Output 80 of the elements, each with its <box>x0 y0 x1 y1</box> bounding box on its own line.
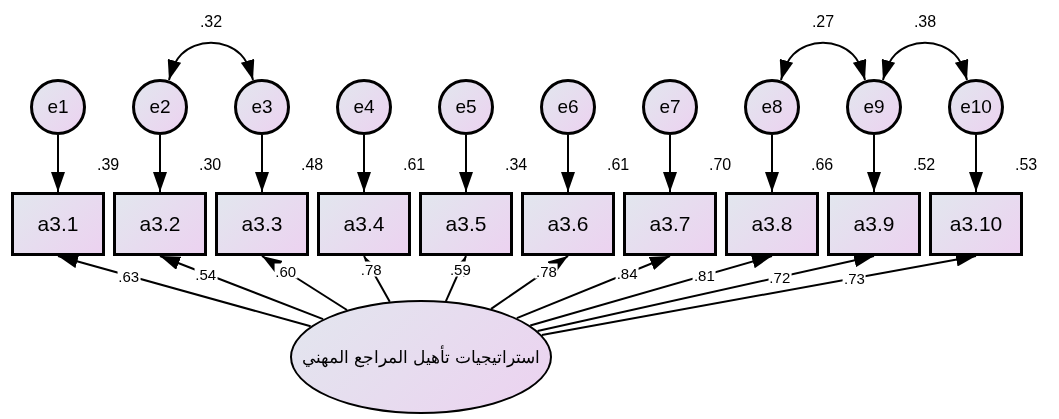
path-arrow <box>867 134 881 193</box>
edge-label: .78 <box>359 261 383 277</box>
r-squared-value: .66 <box>811 156 834 174</box>
path-arrow <box>529 254 773 327</box>
variable-box <box>11 192 105 256</box>
r-squared-value: .39 <box>97 156 120 174</box>
node-label: استراتيجيات تأهيل المراجع المهني <box>302 346 540 368</box>
r-squared-value: .70 <box>709 156 732 174</box>
node-label: e10 <box>960 96 992 118</box>
node-label: e8 <box>761 96 783 118</box>
variable-box <box>521 192 615 256</box>
variable-box <box>317 192 411 256</box>
path-arrow <box>663 134 677 193</box>
node-label: e7 <box>659 96 681 118</box>
variable-box <box>929 192 1023 256</box>
node-label: e3 <box>251 96 273 118</box>
r-squared-value: .48 <box>301 156 324 174</box>
node-label: a3.3 <box>241 212 283 236</box>
node-label: a3.8 <box>751 212 793 236</box>
path-arrow <box>153 134 167 193</box>
error-circle <box>234 79 290 135</box>
r-squared-value: .52 <box>913 156 936 174</box>
edge-label: .54 <box>194 266 218 282</box>
variable-box <box>215 192 309 256</box>
error-circle <box>336 79 392 135</box>
path-arrow <box>765 134 779 193</box>
path-arrow <box>969 134 983 193</box>
error-circle <box>846 79 902 135</box>
node-label: a3.10 <box>949 212 1003 236</box>
error-circle <box>438 79 494 135</box>
error-circle <box>642 79 698 135</box>
path-arrow <box>515 255 671 320</box>
path-arrow <box>490 255 569 310</box>
node-label: a3.4 <box>343 212 385 236</box>
error-circle <box>948 79 1004 135</box>
path-arrow <box>459 134 473 193</box>
variable-box <box>827 192 921 256</box>
edge-label: .38 <box>913 13 937 31</box>
covariance-arrow <box>881 41 969 81</box>
edge-label: .59 <box>448 261 472 277</box>
edge-label: .60 <box>274 263 298 279</box>
path-arrow <box>561 134 575 193</box>
node-label: a3.6 <box>547 212 589 236</box>
covariance-arrow <box>779 41 867 81</box>
node-label: e1 <box>47 96 69 118</box>
node-label: e4 <box>353 96 375 118</box>
path-arrow <box>159 255 325 321</box>
r-squared-value: .53 <box>1015 156 1038 174</box>
node-label: a3.9 <box>853 212 895 236</box>
covariance-arrow <box>167 41 255 81</box>
node-label: e6 <box>557 96 579 118</box>
path-arrow <box>57 254 312 328</box>
variable-box <box>623 192 717 256</box>
path-arrow <box>51 134 65 193</box>
edge-label: .27 <box>811 13 835 31</box>
node-label: e5 <box>455 96 477 118</box>
edge-label: .78 <box>535 263 558 279</box>
error-circle <box>132 79 188 135</box>
node-label: e2 <box>149 96 171 118</box>
path-arrow <box>444 255 467 303</box>
path-arrow <box>255 134 269 193</box>
node-label: e9 <box>863 96 885 118</box>
variable-box <box>113 192 207 256</box>
node-label: a3.5 <box>445 212 487 236</box>
error-circle <box>30 79 86 135</box>
node-label: a3.2 <box>139 212 181 236</box>
variable-box <box>419 192 513 256</box>
r-squared-value: .61 <box>403 156 426 174</box>
error-circle <box>744 79 800 135</box>
r-squared-value: .61 <box>607 156 630 174</box>
path-arrow <box>357 134 371 193</box>
edge-label: .32 <box>199 13 223 31</box>
r-squared-value: .34 <box>505 156 528 174</box>
edge-label: .84 <box>615 265 639 281</box>
edge-label: .63 <box>117 268 141 284</box>
node-label: a3.1 <box>37 212 79 236</box>
r-squared-value: .30 <box>199 156 222 174</box>
error-circle <box>540 79 596 135</box>
variable-box <box>725 192 819 256</box>
node-label: a3.7 <box>649 212 691 236</box>
